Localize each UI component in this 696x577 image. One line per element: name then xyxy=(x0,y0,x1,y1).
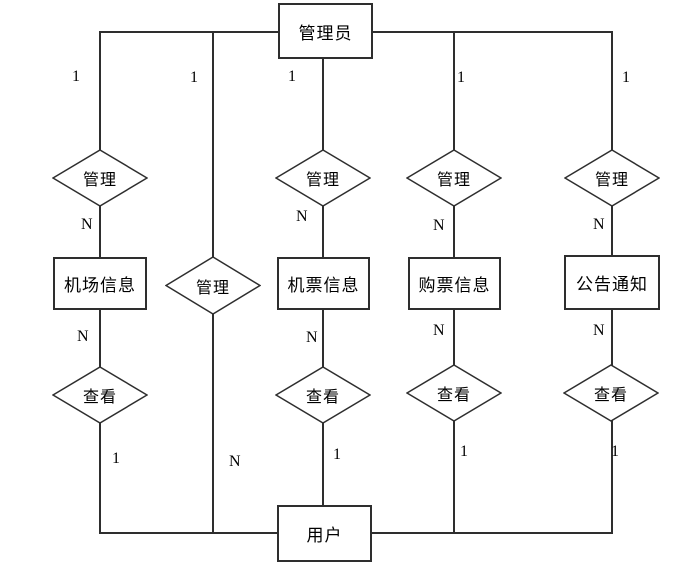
relation-view-airport: 查看 xyxy=(52,366,148,424)
relation-label: 管理 xyxy=(305,170,340,189)
relation-manage-ticket: 管理 xyxy=(275,149,371,207)
diamond-shape xyxy=(406,149,502,207)
entity-label: 管理员 xyxy=(298,23,353,44)
cardinality-label: 1 xyxy=(72,68,80,85)
cardinality-label: N xyxy=(77,328,89,345)
relation-view-ticket: 查看 xyxy=(275,366,371,424)
relation-manage-user: 管理 xyxy=(165,256,261,315)
diamond-shape xyxy=(275,149,371,207)
cardinality-label: N xyxy=(296,208,308,225)
entity-label: 机场信息 xyxy=(64,276,136,296)
relation-label: 管理 xyxy=(594,170,629,189)
connector-line xyxy=(372,31,613,33)
cardinality-label: 1 xyxy=(333,446,341,463)
diamond-shape xyxy=(52,149,148,207)
connector-line xyxy=(99,31,279,33)
cardinality-label: N xyxy=(81,216,93,233)
cardinality-label: N xyxy=(229,453,241,470)
entity-label: 购票信息 xyxy=(418,276,491,296)
entity-label: 机票信息 xyxy=(287,276,360,296)
entity-user: 用户 xyxy=(277,505,372,562)
relation-label: 查看 xyxy=(305,387,340,406)
cardinality-label: N xyxy=(433,322,445,339)
relation-label: 管理 xyxy=(82,170,117,189)
diamond-shape xyxy=(275,366,371,424)
entity-label: 公告通知 xyxy=(576,275,648,295)
diamond-shape xyxy=(563,364,659,422)
diamond-shape xyxy=(406,364,502,422)
cardinality-label: N xyxy=(433,217,445,234)
diamond-shape xyxy=(564,149,660,207)
cardinality-label: 1 xyxy=(622,69,630,86)
cardinality-label: 1 xyxy=(112,450,120,467)
entity-label: 用户 xyxy=(306,526,343,546)
connector-line xyxy=(99,532,278,534)
entity-admin: 管理员 xyxy=(278,3,373,59)
entity-purchase-info: 购票信息 xyxy=(408,257,501,310)
relation-label: 管理 xyxy=(195,277,230,297)
diamond-shape xyxy=(165,256,261,315)
relation-label: 查看 xyxy=(82,387,117,406)
relation-label: 管理 xyxy=(436,170,471,189)
relation-label: 查看 xyxy=(436,385,471,404)
connector-line xyxy=(371,532,613,534)
cardinality-label: 1 xyxy=(460,443,468,460)
entity-airport-info: 机场信息 xyxy=(53,257,147,310)
cardinality-label: 1 xyxy=(611,443,619,460)
cardinality-label: 1 xyxy=(190,69,198,86)
relation-view-purchase: 查看 xyxy=(406,364,502,422)
relation-label: 查看 xyxy=(593,385,628,404)
cardinality-label: 1 xyxy=(288,68,296,85)
cardinality-label: 1 xyxy=(457,69,465,86)
cardinality-label: N xyxy=(306,329,318,346)
entity-ticket-info: 机票信息 xyxy=(277,257,370,310)
relation-view-notice: 查看 xyxy=(563,364,659,422)
cardinality-label: N xyxy=(593,322,605,339)
relation-manage-purchase: 管理 xyxy=(406,149,502,207)
relation-manage-airport: 管理 xyxy=(52,149,148,207)
diamond-shape xyxy=(52,366,148,424)
cardinality-label: N xyxy=(593,216,605,233)
relation-manage-notice: 管理 xyxy=(564,149,660,207)
entity-notice: 公告通知 xyxy=(564,255,660,310)
